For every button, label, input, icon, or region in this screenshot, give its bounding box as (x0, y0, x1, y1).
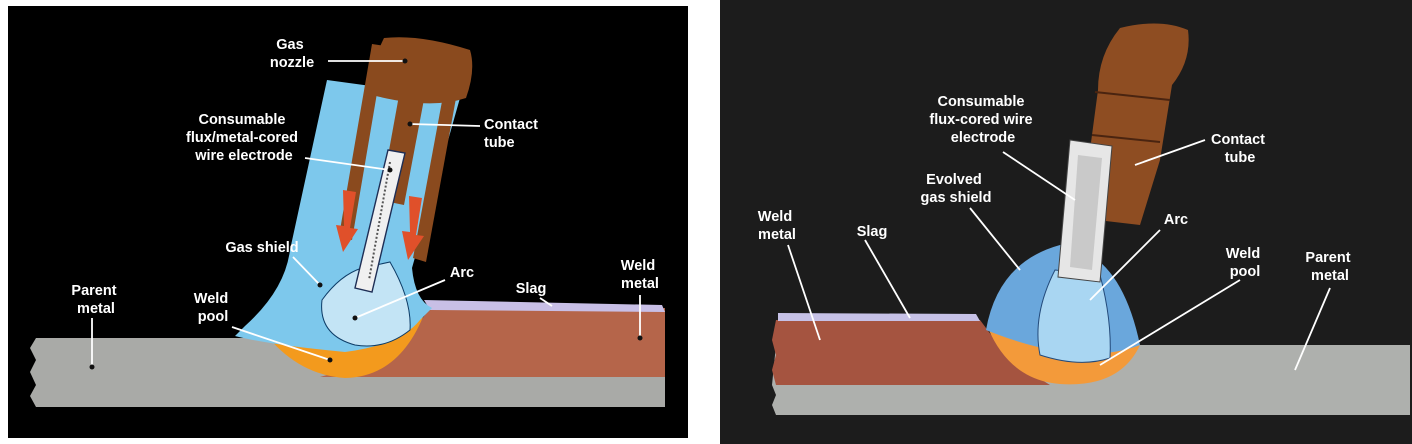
leader-slag (539, 297, 553, 307)
slag-layer (778, 313, 980, 321)
leader-weld-pool (1099, 279, 1241, 366)
leader-dot-gas-nozzle (402, 58, 408, 64)
leader-arc (1089, 229, 1161, 301)
label-weld-metal: Weld metal (621, 258, 659, 292)
leader-dot-weld-pool (327, 357, 333, 363)
leader-arc (354, 279, 446, 319)
label-gas-shield: Gas shield (225, 240, 298, 256)
leader-weld-pool (231, 326, 331, 361)
weld-metal-block (772, 320, 1050, 385)
leader-gas-shield (292, 256, 321, 286)
leader-dot-electrode (387, 167, 393, 173)
arc (321, 261, 411, 347)
leader-electrode (1002, 151, 1076, 201)
weld-pool (268, 312, 425, 378)
slag-layer (424, 300, 665, 312)
leader-dot-arc (352, 315, 358, 321)
diagram-self-shielded-svg: Consumable flux-cored wire electrode Con… (720, 0, 1412, 444)
leader-contact-tube (409, 123, 481, 127)
leader-dot-weld-metal (637, 335, 643, 341)
leader-dot-gas-shield (317, 282, 323, 288)
label-contact-tube: Contact tube (484, 117, 542, 151)
nozzle-seam (1094, 91, 1171, 101)
weld-metal-block (320, 308, 665, 377)
gas-flow-arrow-right (402, 196, 424, 260)
arc (1037, 269, 1111, 363)
diagram-gas-shielded-svg: Gas nozzle Contact tube Consumable flux/… (8, 6, 688, 438)
label-arc: Arc (1164, 212, 1188, 228)
tube-seam (1091, 134, 1161, 143)
label-arc: Arc (450, 265, 474, 281)
label-electrode: Consumable flux-cored wire electrode (929, 94, 1036, 146)
electrode-flux-core (1070, 155, 1102, 270)
label-contact-tube: Contact tube (1211, 132, 1269, 166)
leader-slag (864, 239, 911, 319)
leader-dot-parent-metal (89, 364, 95, 370)
diagram-self-shielded: Consumable flux-cored wire electrode Con… (720, 0, 1412, 444)
label-parent-metal: Parent metal (1305, 250, 1354, 284)
label-weld-pool: Weld pool (194, 291, 232, 325)
leader-dot-contact-tube (407, 121, 413, 127)
leader-electrode (304, 157, 391, 171)
label-weld-pool: Weld pool (1226, 246, 1264, 280)
label-evolved-gas-shield: Evolved gas shield (921, 172, 992, 206)
label-slag: Slag (857, 224, 888, 240)
label-parent-metal: Parent metal (71, 283, 120, 317)
wire-electrode (354, 149, 406, 293)
gas-nozzle (371, 37, 473, 104)
label-weld-metal: Weld metal (758, 209, 796, 243)
leader-contact-tube (1134, 139, 1206, 166)
nozzle-wall-right (413, 58, 463, 262)
gas-flow-arrow-left (336, 190, 358, 252)
leader-evolved-gas-shield (969, 207, 1021, 271)
label-gas-nozzle: Gas nozzle (270, 37, 314, 71)
leader-weld-metal (787, 244, 821, 341)
label-electrode: Consumable flux/metal-cored wire electro… (186, 112, 302, 164)
diagram-gas-shielded: Gas nozzle Contact tube Consumable flux/… (0, 0, 700, 444)
leader-parent-metal (1294, 287, 1331, 371)
label-slag: Slag (516, 281, 547, 297)
